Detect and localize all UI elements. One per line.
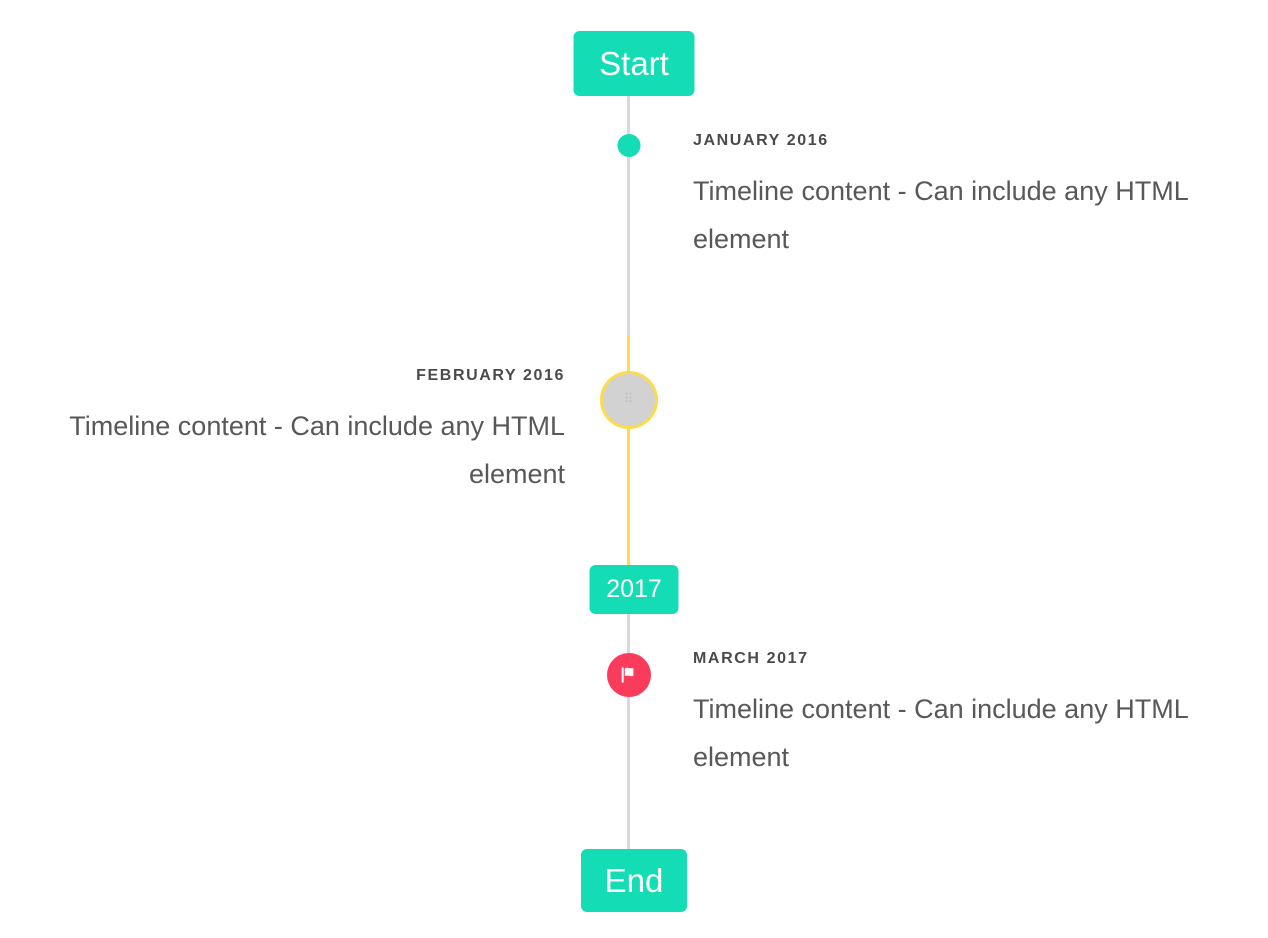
timeline-end-badge[interactable]: End bbox=[581, 849, 687, 912]
flag-icon bbox=[621, 667, 634, 683]
timeline-marker-image-placeholder-icon[interactable]: ⠿ bbox=[600, 371, 658, 429]
timeline-entry-description: Timeline content - Can include any HTML … bbox=[693, 694, 1188, 773]
timeline-entry-description: Timeline content - Can include any HTML … bbox=[693, 176, 1188, 255]
image-placeholder-icon: ⠿ bbox=[623, 392, 635, 408]
timeline-axis-highlight bbox=[627, 335, 630, 565]
timeline-entry-march-2017: MARCH 2017 Timeline content - Can includ… bbox=[693, 651, 1233, 781]
timeline-entry-january-2016: JANUARY 2016 Timeline content - Can incl… bbox=[693, 133, 1233, 263]
timeline-axis-bottom bbox=[627, 613, 630, 850]
timeline-start-badge[interactable]: Start bbox=[573, 31, 695, 96]
timeline-entry-date: JANUARY 2016 bbox=[693, 132, 829, 149]
timeline-entry-date: MARCH 2017 bbox=[693, 650, 809, 667]
timeline-middle-badge[interactable]: 2017 bbox=[589, 565, 679, 614]
timeline-marker-dot-icon[interactable] bbox=[617, 134, 641, 157]
timeline-axis-top bbox=[627, 96, 630, 335]
timeline-entry-date: FEBRUARY 2016 bbox=[416, 367, 565, 384]
timeline-marker-flag-icon[interactable] bbox=[607, 653, 651, 697]
timeline-entry-february-2016: FEBRUARY 2016 Timeline content - Can inc… bbox=[40, 368, 565, 498]
timeline-entry-description: Timeline content - Can include any HTML … bbox=[69, 411, 565, 490]
